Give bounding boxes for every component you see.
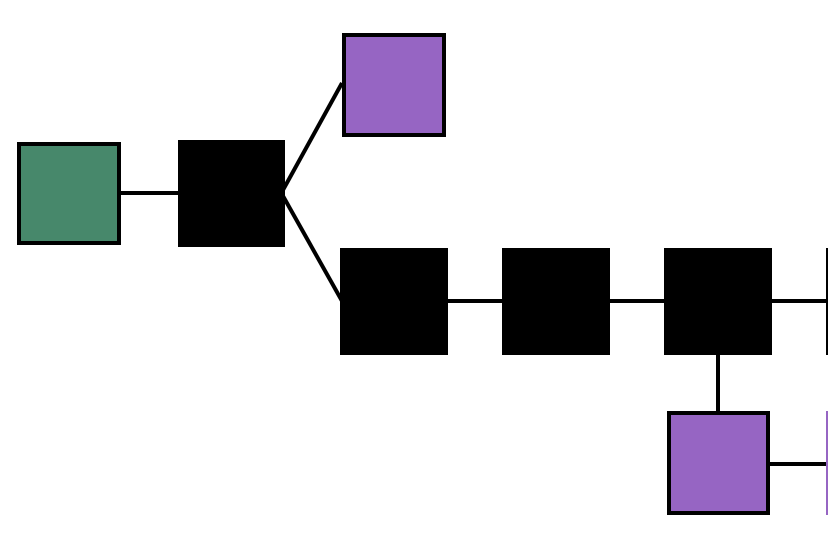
- node-n5-black: [502, 248, 610, 355]
- node-n3-purple: [342, 33, 446, 137]
- node-n2-black: [178, 140, 285, 247]
- node-n8-black: [826, 248, 828, 355]
- node-n7-purple: [667, 411, 770, 515]
- edge-n2-n3: [281, 82, 344, 191]
- nodes-layer: [17, 33, 828, 515]
- edge-n2-n4: [281, 195, 344, 302]
- node-n4-black: [340, 248, 448, 355]
- edges-layer: [121, 82, 828, 466]
- node-n9-purple: [826, 411, 828, 515]
- node-n6-black: [664, 248, 772, 355]
- node-n1-green: [17, 142, 121, 245]
